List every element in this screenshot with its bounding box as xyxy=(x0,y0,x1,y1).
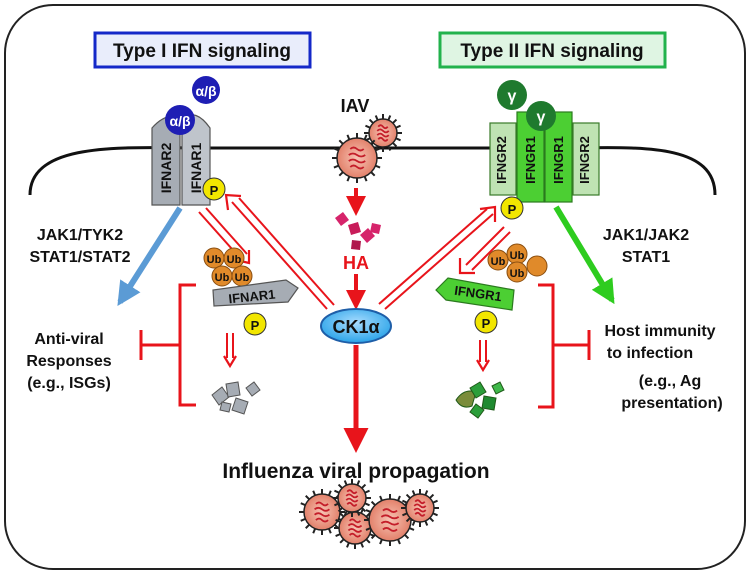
host-immunity-label-3: (e.g., Ag xyxy=(639,373,702,390)
alpha-beta-label-1: α/β xyxy=(195,83,216,99)
jak-stat-type1-arrow xyxy=(117,206,183,307)
ifngr1-degraded-fragments xyxy=(455,381,505,419)
host-immunity-label-2: to infection xyxy=(607,345,693,362)
ifngr1-internalized: IFNGR1 xyxy=(435,277,515,311)
type1-title-box: Type I IFN signaling xyxy=(93,31,312,69)
ifnar1-label: IFNAR1 xyxy=(188,143,204,194)
svg-text:P: P xyxy=(210,183,219,198)
ha-protein-cluster xyxy=(335,212,381,250)
svg-text:P: P xyxy=(251,318,260,333)
ck1a-node: CK1α xyxy=(320,308,392,344)
ck1a-to-ifngr-arrow xyxy=(378,205,497,310)
ifngr1-right-label: IFNGR1 xyxy=(551,136,566,184)
progeny-virus-group xyxy=(299,479,439,549)
antiviral-label-3: (e.g., ISGs) xyxy=(27,375,111,392)
antiviral-label-2: Responses xyxy=(26,353,111,370)
iav-virion-small xyxy=(364,114,402,152)
ifnar1-internalized: IFNAR1 xyxy=(212,279,299,307)
ifngr2-right-label: IFNGR2 xyxy=(577,136,592,184)
jak1-jak2-label: JAK1/JAK2 xyxy=(603,227,689,244)
svg-text:Ub: Ub xyxy=(510,268,525,280)
jak1-tyk2-label: JAK1/TYK2 xyxy=(37,227,123,244)
propagation-label: Influenza viral propagation xyxy=(222,460,489,483)
ifnar1-internalized-label: IFNAR1 xyxy=(228,287,276,307)
progeny-virion-5 xyxy=(401,489,439,527)
alpha-beta-ligand-1: α/β xyxy=(192,76,220,104)
ifngr2-left-label: IFNGR2 xyxy=(494,136,509,184)
host-immunity-label-1: Host immunity xyxy=(604,323,715,340)
svg-text:Ub: Ub xyxy=(235,272,250,284)
svg-text:γ: γ xyxy=(508,88,517,105)
gamma-ligand-2: γ xyxy=(526,101,556,131)
phospho-ifnar1-internalized: P xyxy=(243,312,267,336)
svg-text:Ub: Ub xyxy=(207,254,222,266)
ub-chain-right: Ub Ub Ub xyxy=(487,243,548,283)
ifnar2-label: IFNAR2 xyxy=(158,143,174,194)
ifngr-internalization-arrow xyxy=(458,226,511,275)
ifngr1-degradation-arrow xyxy=(476,340,490,373)
inhibition-bracket-right xyxy=(538,283,591,409)
jak-stat-type2-arrow xyxy=(553,205,615,305)
ck1a-label: CK1α xyxy=(332,317,379,337)
svg-text:Ub: Ub xyxy=(215,272,230,284)
ck1a-to-ifnar-arrow xyxy=(224,193,335,310)
svg-text:Ub: Ub xyxy=(227,254,242,266)
ifngr1-left-label: IFNGR1 xyxy=(523,136,538,184)
diagram-border xyxy=(4,4,746,570)
ifngr1-internalized-label: IFNGR1 xyxy=(453,283,502,304)
phospho-ifngr: P xyxy=(500,196,524,220)
type2-title-box: Type II IFN signaling xyxy=(438,31,667,69)
svg-text:P: P xyxy=(482,316,491,331)
antiviral-label-1: Anti-viral xyxy=(34,331,103,348)
ha-label: HA xyxy=(343,253,369,273)
iav-virion-large xyxy=(332,133,382,183)
svg-text:P: P xyxy=(508,202,517,217)
ub-chain-left: Ub Ub Ub Ub xyxy=(203,247,253,287)
alpha-beta-label-2: α/β xyxy=(169,113,190,129)
progeny-virion-3 xyxy=(333,479,371,517)
phospho-ifnar: P xyxy=(202,177,226,201)
type2-title: Type II IFN signaling xyxy=(460,41,643,62)
inhibition-bracket-left xyxy=(139,283,196,407)
alpha-beta-ligand-2: α/β xyxy=(165,105,195,135)
stat1-label: STAT1 xyxy=(622,249,670,266)
gamma-ligand-1: γ xyxy=(497,80,527,110)
host-immunity-label-4: presentation) xyxy=(621,395,722,412)
stat1-stat2-label: STAT1/STAT2 xyxy=(29,249,130,266)
phospho-ifngr1-internalized: P xyxy=(474,310,498,334)
ifnar1-degraded-fragments xyxy=(211,381,261,415)
ifnar-receptor-complex: IFNAR2 IFNAR1 xyxy=(151,114,211,206)
svg-text:Ub: Ub xyxy=(491,256,506,268)
ifnar1-degradation-arrow xyxy=(223,333,237,369)
iav-virus-group xyxy=(332,114,402,183)
type1-title: Type I IFN signaling xyxy=(113,41,291,62)
iav-label: IAV xyxy=(341,96,370,116)
svg-text:γ: γ xyxy=(537,109,546,126)
svg-text:Ub: Ub xyxy=(510,250,525,262)
